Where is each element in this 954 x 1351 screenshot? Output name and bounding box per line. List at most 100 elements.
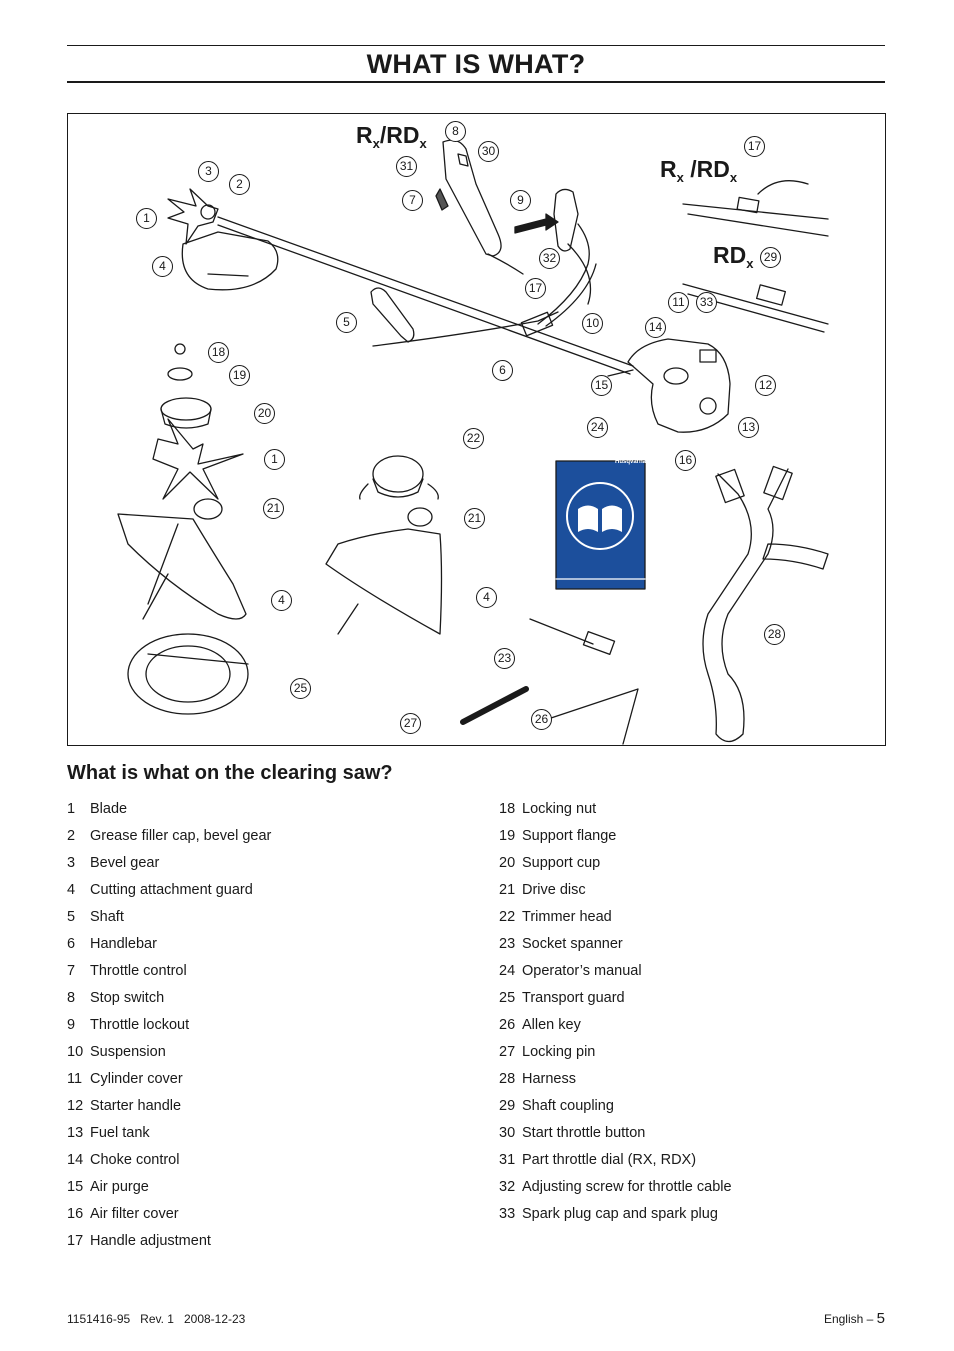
callout: 11 — [668, 292, 689, 313]
shaft-drawing — [217, 216, 634, 375]
callout: 4 — [152, 256, 173, 277]
section-heading: What is what on the clearing saw? — [67, 762, 393, 784]
callout: 15 — [591, 375, 612, 396]
callout: 29 — [760, 247, 781, 268]
callout: 13 — [738, 417, 759, 438]
callout: 4 — [271, 590, 292, 611]
model-label-rdx: RDx — [713, 242, 754, 271]
callout: 23 — [494, 648, 515, 669]
handle-grip-drawing — [370, 287, 415, 343]
engine-drawing — [607, 338, 731, 433]
footer-language: English — [823, 1312, 864, 1326]
callout: 21 — [464, 508, 485, 529]
footer-dash: – — [863, 1312, 877, 1326]
top-rule — [67, 45, 885, 46]
callout: 22 — [463, 428, 484, 449]
callout: 6 — [492, 360, 513, 381]
callout: 3 — [198, 161, 219, 182]
page-footer: English – 5 — [824, 1310, 885, 1327]
callout: 32 — [539, 248, 560, 269]
page-title: WHAT IS WHAT? — [366, 49, 586, 79]
callout: 21 — [263, 498, 284, 519]
title-underline — [67, 81, 885, 83]
harness-drawing — [702, 465, 829, 743]
callout: 8 — [445, 121, 466, 142]
callout: 25 — [290, 678, 311, 699]
model-label-rx-rdx-left: Rx/RDx — [356, 122, 427, 151]
callout: 17 — [525, 278, 546, 299]
callout: 17 — [744, 136, 765, 157]
small-throttle-drawing — [553, 188, 592, 305]
callout: 7 — [402, 190, 423, 211]
callout: 31 — [396, 156, 417, 177]
callout: 33 — [696, 292, 717, 313]
page-number: 5 — [876, 1310, 885, 1327]
callout: 12 — [755, 375, 776, 396]
blade-kit-drawing — [117, 343, 247, 620]
direction-arrow — [514, 213, 559, 234]
transport-guard-drawing — [127, 633, 249, 715]
handlebar-drawing — [372, 223, 597, 347]
throttle-handle-drawing — [435, 139, 524, 275]
document-reference: 1151416-95 Rev. 1 2008-12-23 — [67, 1312, 246, 1326]
callout: 26 — [531, 709, 552, 730]
callout: 10 — [582, 313, 603, 334]
model-label-rx-rdx-right: Rx /RDx — [660, 156, 738, 185]
callout: 19 — [229, 365, 250, 386]
operators-manual-drawing — [555, 460, 646, 590]
parts-illustration — [117, 139, 829, 745]
manual-brand-text: Husqvarna — [614, 459, 646, 465]
callout: 5 — [336, 312, 357, 333]
callout: 28 — [764, 624, 785, 645]
callout: 1 — [136, 208, 157, 229]
callout: 9 — [510, 190, 531, 211]
callout: 14 — [645, 317, 666, 338]
callout: 27 — [400, 713, 421, 734]
callout: 20 — [254, 403, 275, 424]
callout: 16 — [675, 450, 696, 471]
callout: 4 — [476, 587, 497, 608]
callout: 24 — [587, 417, 608, 438]
tools-drawing — [460, 618, 639, 745]
callout: 1 — [264, 449, 285, 470]
trimmer-head-drawing — [325, 455, 443, 635]
callout: 2 — [229, 174, 250, 195]
callout: 30 — [478, 141, 499, 162]
blade-head-drawing — [167, 188, 279, 291]
parts-figure: Rx/RDx Rx /RDx RDx Husqvarna 1 2 3 4 5 6… — [67, 113, 886, 746]
